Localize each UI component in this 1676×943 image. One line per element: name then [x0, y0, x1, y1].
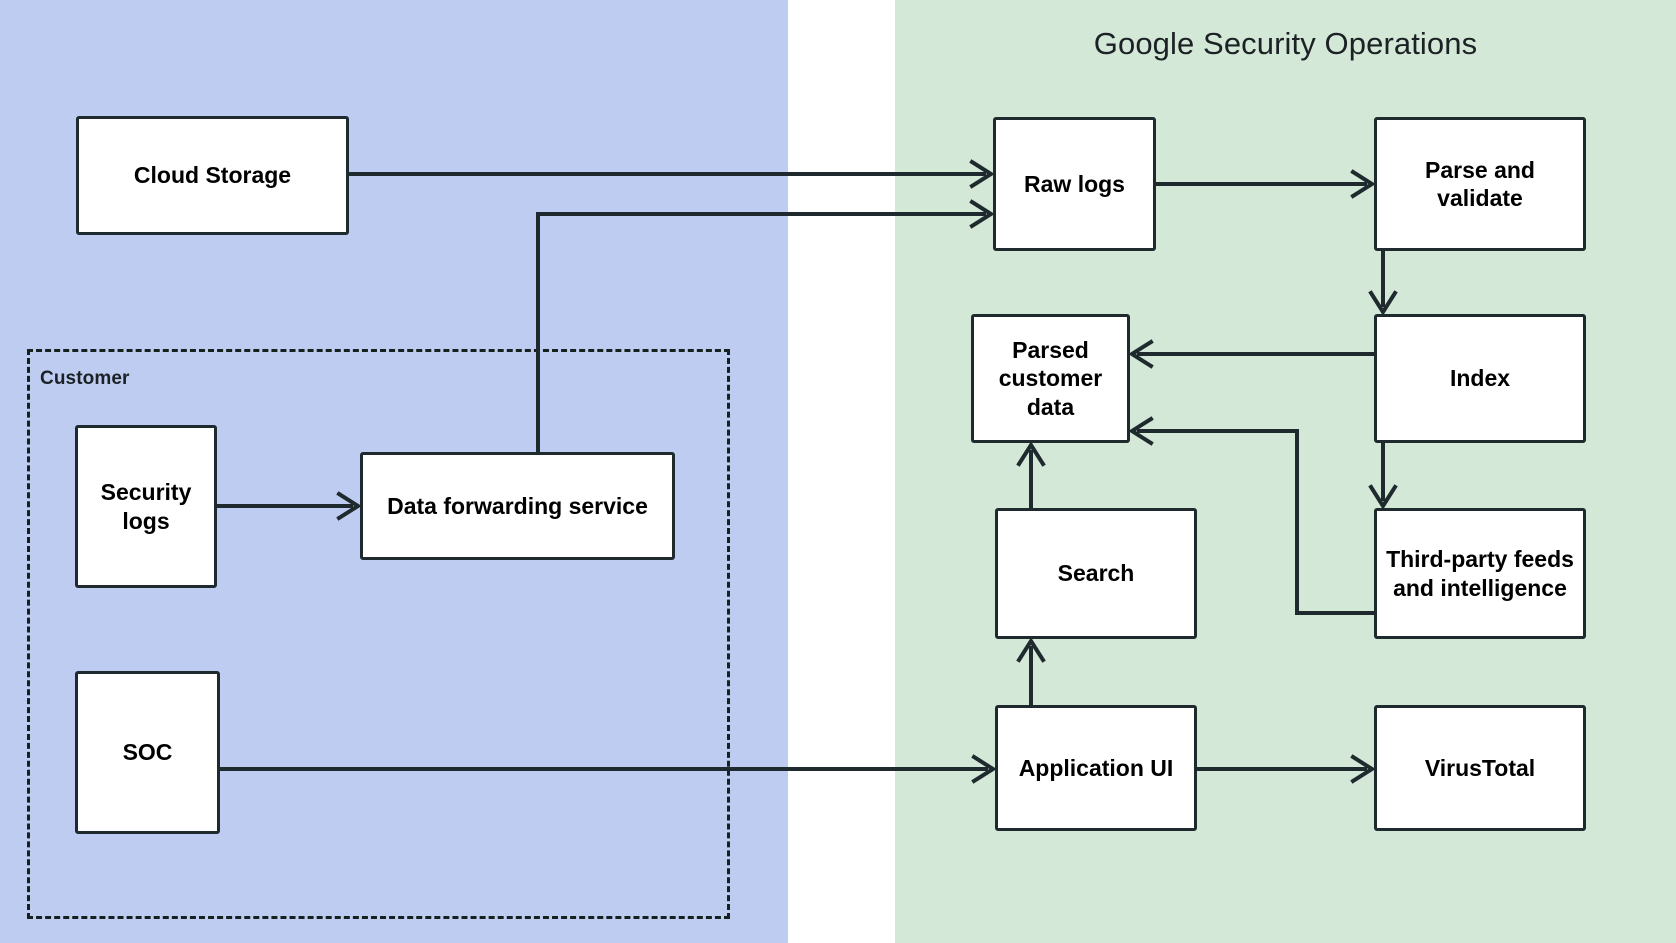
- node-cloud-storage[interactable]: Cloud Storage: [76, 116, 349, 235]
- node-soc[interactable]: SOC: [75, 671, 220, 834]
- node-raw-logs[interactable]: Raw logs: [993, 117, 1156, 251]
- node-index[interactable]: Index: [1374, 314, 1586, 443]
- node-security-logs[interactable]: Security logs: [75, 425, 217, 588]
- customer-group-label: Customer: [40, 368, 130, 389]
- google-secops-panel-title: Google Security Operations: [1093, 26, 1478, 61]
- node-data-forwarding-service[interactable]: Data forwarding service: [360, 452, 675, 560]
- node-search[interactable]: Search: [995, 508, 1197, 639]
- node-virustotal[interactable]: VirusTotal: [1374, 705, 1586, 831]
- node-parse-and-validate[interactable]: Parse and validate: [1374, 117, 1586, 251]
- node-application-ui[interactable]: Application UI: [995, 705, 1197, 831]
- customer-group-boundary: [27, 349, 730, 919]
- node-parsed-customer-data[interactable]: Parsed customer data: [971, 314, 1130, 443]
- node-third-party-feeds-and-intelligence[interactable]: Third-party feeds and intelligence: [1374, 508, 1586, 639]
